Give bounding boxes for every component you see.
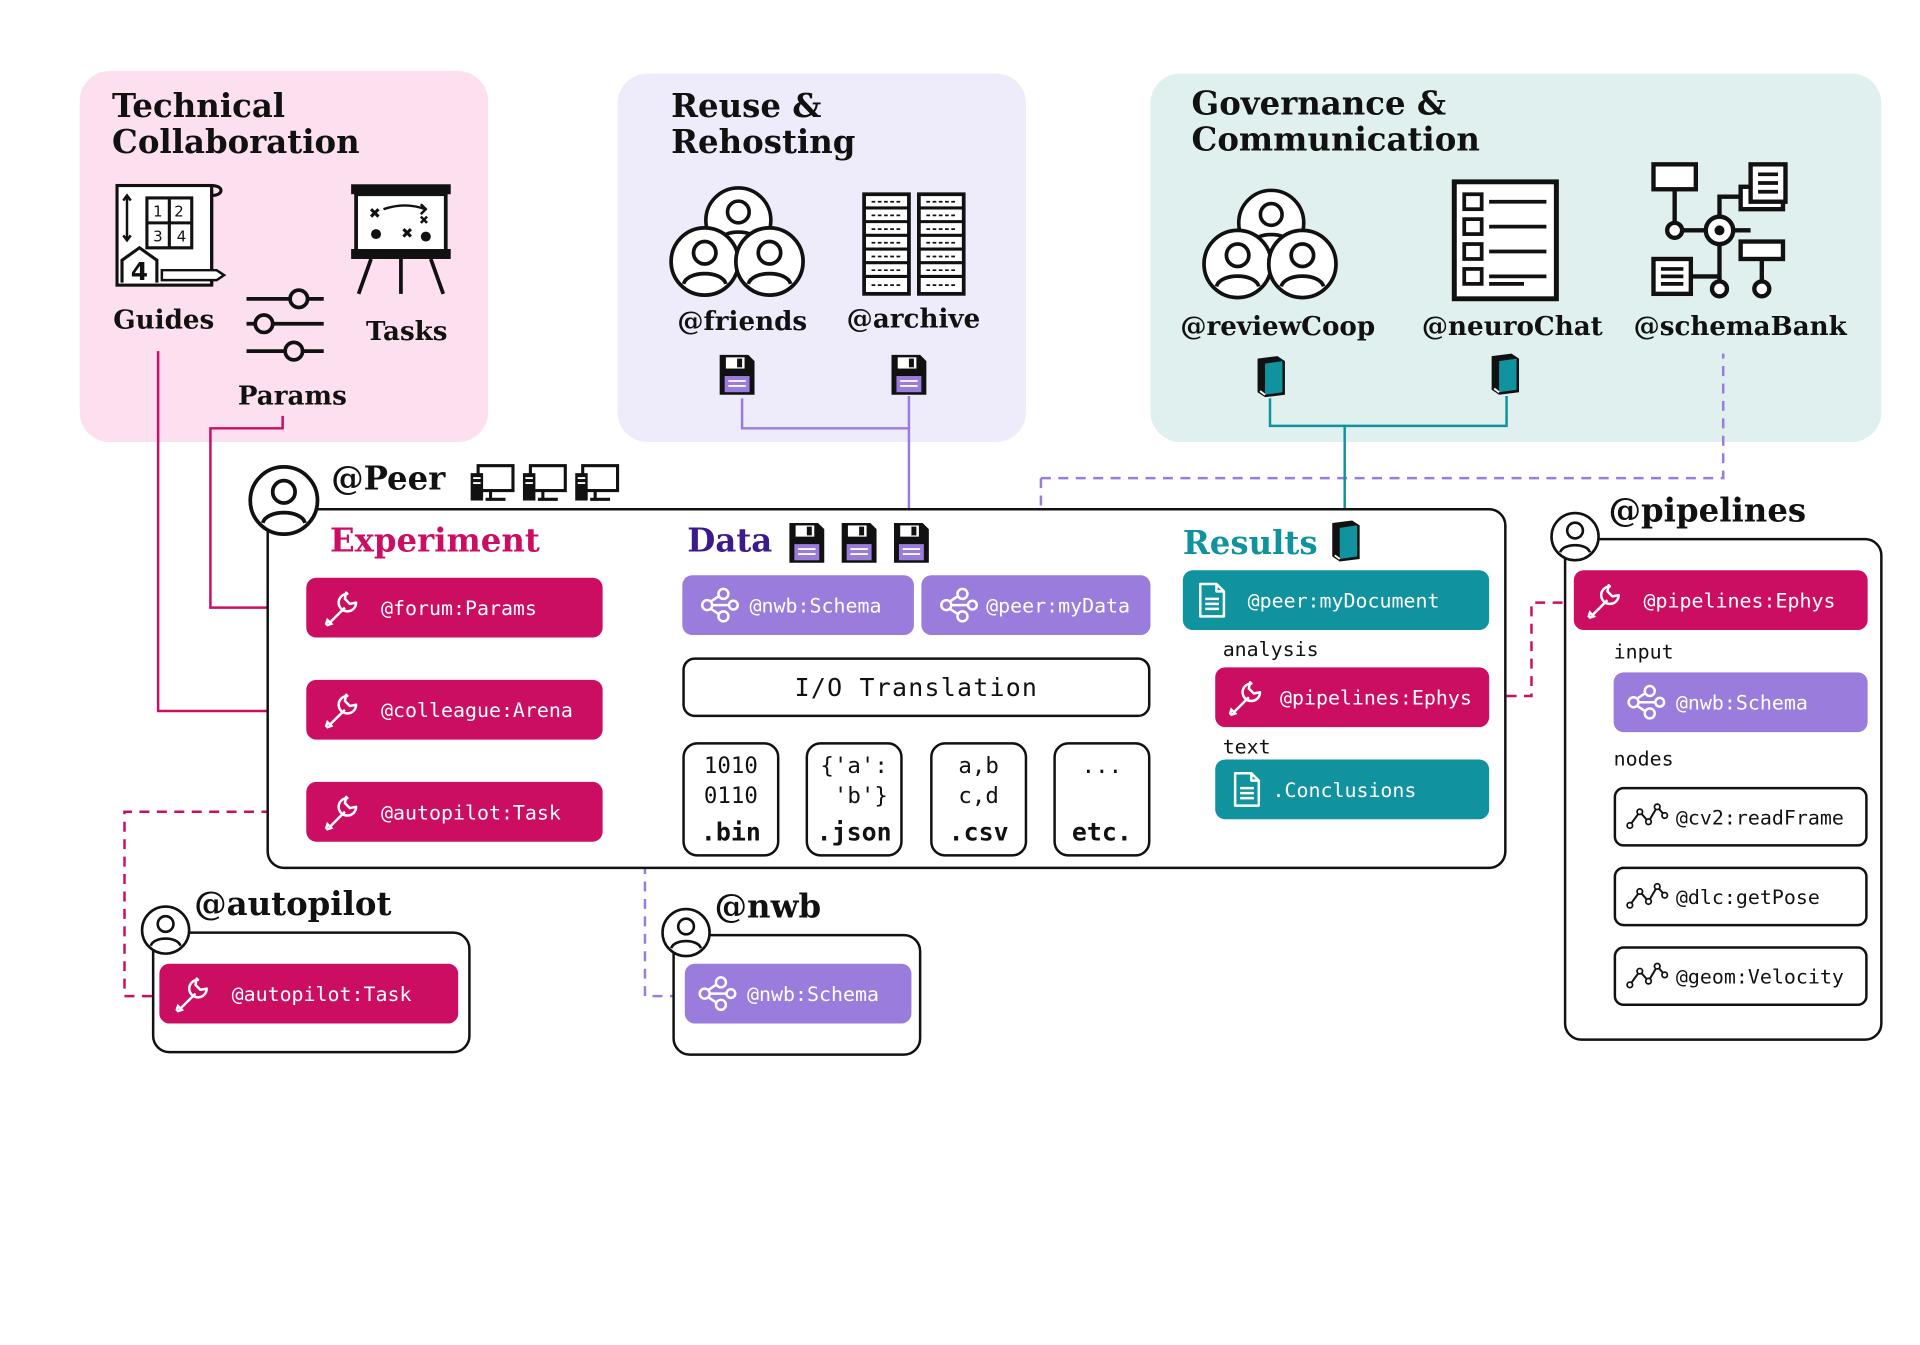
computer-icon [469, 464, 515, 503]
peer-avatar [248, 465, 320, 537]
geom-velocity-node[interactable]: @geom:Velocity [1613, 946, 1868, 1007]
data-title: Data [687, 522, 773, 561]
server-rack-icon [862, 192, 966, 296]
computer-icon [573, 464, 620, 503]
archive-label: @archive [846, 302, 981, 334]
nwb-schema-remote-node[interactable]: @nwb:Schema [684, 963, 912, 1024]
governance-title: Governance &Communication [1191, 85, 1480, 160]
trend-icon [1626, 875, 1668, 917]
strategy-board-icon [351, 184, 451, 295]
svg-text:4: 4 [131, 257, 148, 286]
svg-text:1: 1 [153, 203, 163, 221]
autopilot-task-node[interactable]: @autopilot:Task [306, 781, 603, 842]
floppy-icon [788, 522, 826, 564]
sliders-icon [246, 288, 324, 362]
document-icon [1190, 579, 1232, 621]
schema-flow-icon [1651, 162, 1788, 299]
pipelines-ephys-node[interactable]: @pipelines:Ephys [1573, 570, 1868, 631]
nwb-avatar [661, 907, 711, 958]
peer-name: @Peer [331, 460, 446, 499]
trend-icon [1626, 955, 1668, 997]
document-icon [1225, 768, 1267, 810]
format-csv[interactable]: a,b c,d.csv [930, 742, 1028, 857]
text-label: text [1222, 734, 1271, 759]
svg-text:3: 3 [153, 228, 163, 246]
wrench-icon [1584, 579, 1626, 621]
io-translation-box[interactable]: I/O Translation [682, 657, 1151, 718]
reuse-title: Reuse &Rehosting [671, 88, 856, 162]
colleague-arena-node[interactable]: @colleague:Arena [306, 679, 603, 740]
format-json[interactable]: {'a': 'b'}.json [805, 742, 903, 857]
nwb-schema-node[interactable]: @nwb:Schema [682, 575, 914, 636]
wrench-icon [172, 972, 214, 1014]
autopilot-task-remote-node[interactable]: @autopilot:Task [159, 963, 459, 1024]
forum-params-node[interactable]: @forum:Params [306, 577, 603, 638]
book-icon [1331, 519, 1361, 563]
pipelines-name: @pipelines [1608, 493, 1807, 531]
dlc-getpose-node[interactable]: @dlc:getPose [1613, 866, 1868, 927]
nwb-name: @nwb [714, 889, 822, 927]
floppy-icon [893, 522, 930, 564]
autopilot-name: @autopilot [194, 886, 392, 924]
peer-mydocument-node[interactable]: @peer:myDocument [1182, 570, 1490, 631]
format-etc[interactable]: ...etc. [1053, 742, 1151, 857]
analysis-label: analysis [1222, 637, 1319, 662]
results-title: Results [1182, 525, 1318, 563]
wrench-icon [321, 586, 363, 628]
pipelines-nwb-schema-node[interactable]: @nwb:Schema [1613, 672, 1868, 733]
neuro-chat-label: @neuroChat [1421, 310, 1603, 342]
params-label: Params [237, 379, 347, 411]
cv2-readframe-node[interactable]: @cv2:readFrame [1613, 786, 1868, 847]
graph-icon [695, 972, 737, 1014]
graph-icon [936, 584, 978, 626]
review-coop-label: @reviewCoop [1180, 310, 1376, 342]
checklist-icon [1451, 179, 1559, 302]
guides-label: Guides [113, 303, 215, 335]
svg-text:4: 4 [177, 228, 187, 246]
wrench-icon [321, 689, 363, 731]
nodes-label: nodes [1613, 747, 1674, 771]
wrench-icon [1225, 676, 1267, 718]
svg-text:2: 2 [174, 203, 184, 221]
graph-icon [697, 584, 739, 626]
experiment-title: Experiment [329, 522, 540, 561]
tasks-label: Tasks [366, 315, 448, 347]
peer-mydata-node[interactable]: @peer:myData [921, 575, 1151, 636]
conclusions-node[interactable]: .Conclusions [1215, 759, 1490, 820]
pipelines-ephys-result-node[interactable]: @pipelines:Ephys [1215, 667, 1490, 728]
pipelines-avatar [1550, 511, 1600, 562]
input-label: input [1613, 639, 1674, 664]
blueprint-icon: 1 2 3 4 4 [115, 183, 227, 287]
computer-icon [521, 464, 567, 503]
floppy-icon [840, 522, 878, 564]
trend-icon [1626, 796, 1668, 838]
friends-label: @friends [677, 305, 808, 337]
format-bin[interactable]: 1010 0110.bin [682, 742, 780, 857]
graph-icon [1624, 681, 1666, 723]
autopilot-avatar [140, 905, 191, 955]
wrench-icon [321, 791, 363, 833]
schema-bank-label: @schemaBank [1633, 310, 1847, 342]
